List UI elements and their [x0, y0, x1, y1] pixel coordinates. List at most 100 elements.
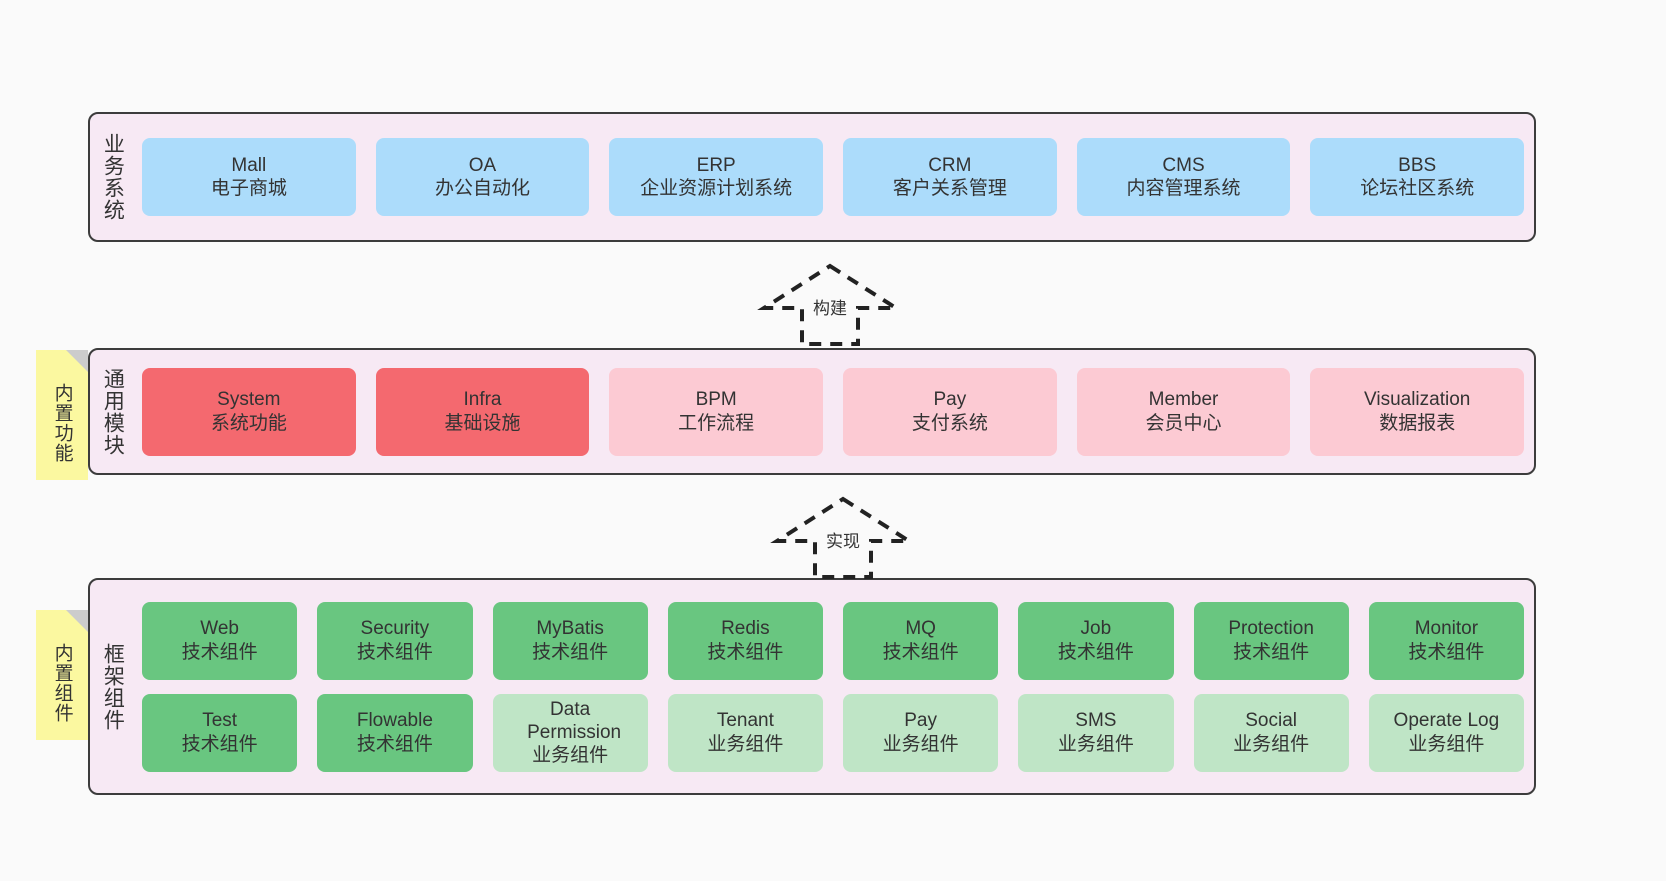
- card-title-en: Tenant: [716, 710, 774, 732]
- card-title-en: CRM: [928, 154, 972, 176]
- card-title-cn: 办公自动化: [435, 178, 531, 199]
- card-title-cn: 基础设施: [444, 412, 521, 434]
- card-title-en: BPM: [695, 389, 737, 411]
- card-title-en: Pay: [904, 710, 937, 732]
- card-oa[interactable]: OA 办公自动化: [375, 138, 590, 216]
- card-security[interactable]: Security 技术组件: [317, 601, 473, 680]
- card-title-en: Security: [360, 618, 430, 640]
- card-job[interactable]: Job 技术组件: [1018, 601, 1174, 680]
- card-sms[interactable]: SMS 业务组件: [1018, 693, 1174, 772]
- card-tenant[interactable]: Tenant 业务组件: [667, 693, 823, 772]
- connector-label-implement: 实现: [826, 532, 860, 551]
- card-title-cn: 内容管理系统: [1126, 178, 1241, 199]
- card-visualization[interactable]: Visualization 数据报表: [1310, 367, 1525, 456]
- card-pay-component[interactable]: Pay 业务组件: [843, 693, 999, 772]
- card-title-en: Test: [202, 710, 238, 732]
- card-title-cn: 系统功能: [210, 412, 287, 434]
- card-redis[interactable]: Redis 技术组件: [667, 601, 823, 680]
- card-title-en: Visualization: [1364, 389, 1471, 411]
- framework-components-row-technical: Web 技术组件 Security 技术组件 MyBatis 技术组件 Redi…: [142, 601, 1524, 680]
- layer-body-business-systems: Mall 电子商城 OA 办公自动化 ERP 企业资源计划系统 CRM 客户关系…: [134, 114, 1534, 240]
- card-pay[interactable]: Pay 支付系统: [843, 367, 1057, 456]
- card-title-en: Data Permission: [527, 698, 622, 743]
- card-title-cn: 技术组件: [1057, 641, 1134, 663]
- card-title-en: Protection: [1228, 618, 1314, 640]
- card-title-cn: 技术组件: [356, 641, 433, 663]
- folded-corner-icon: [66, 610, 88, 632]
- card-title-cn: 会员中心: [1145, 412, 1222, 434]
- card-data-permission[interactable]: Data Permission 业务组件: [492, 693, 648, 772]
- card-title-cn: 技术组件: [181, 733, 258, 755]
- business-systems-row: Mall 电子商城 OA 办公自动化 ERP 企业资源计划系统 CRM 客户关系…: [142, 138, 1525, 216]
- connector-label-build: 构建: [813, 299, 847, 318]
- card-mq[interactable]: MQ 技术组件: [843, 601, 999, 680]
- card-title-en: Member: [1148, 389, 1219, 411]
- card-title-cn: 技术组件: [707, 641, 784, 663]
- card-monitor[interactable]: Monitor 技术组件: [1368, 601, 1524, 680]
- card-title-cn: 数据报表: [1379, 412, 1456, 434]
- card-title-cn: 电子商城: [210, 178, 287, 199]
- card-title-cn: 业务组件: [1233, 733, 1310, 755]
- sticky-note-label: 内置功能: [51, 383, 73, 463]
- card-title-cn: 技术组件: [356, 733, 433, 755]
- layer-title-common-modules: 通用模块: [101, 367, 125, 456]
- connector-build: 构建: [757, 262, 903, 347]
- card-crm[interactable]: CRM 客户关系管理: [843, 138, 1057, 216]
- card-erp[interactable]: ERP 企业资源计划系统: [609, 138, 824, 216]
- card-title-en: Web: [200, 618, 239, 640]
- card-title-en: Flowable: [356, 710, 433, 732]
- card-title-cn: 技术组件: [1408, 641, 1485, 663]
- card-title-en: MQ: [905, 618, 936, 640]
- card-title-en: CMS: [1162, 154, 1205, 176]
- layer-business-systems: 业务系统 Mall 电子商城 OA 办公自动化 ERP 企业资源计划系统 CRM…: [88, 112, 1536, 242]
- card-operate-log[interactable]: Operate Log 业务组件: [1368, 693, 1524, 772]
- card-title-en: Mall: [231, 154, 267, 176]
- card-social[interactable]: Social 业务组件: [1193, 693, 1349, 772]
- card-title-cn: 技术组件: [532, 641, 609, 663]
- layer-framework-components: 框架组件 Web 技术组件 Security 技术组件 MyBatis 技术组件…: [88, 578, 1536, 795]
- card-web[interactable]: Web 技术组件: [142, 601, 298, 680]
- card-title-en: System: [217, 389, 281, 411]
- card-flowable[interactable]: Flowable 技术组件: [317, 693, 473, 772]
- card-title-en: BBS: [1398, 154, 1437, 176]
- card-system[interactable]: System 系统功能: [142, 367, 356, 456]
- card-title-cn: 客户关系管理: [892, 178, 1007, 199]
- card-bbs[interactable]: BBS 论坛社区系统: [1310, 138, 1525, 216]
- card-title-cn: 业务组件: [707, 733, 784, 755]
- card-title-cn: 技术组件: [1233, 641, 1310, 663]
- card-mall[interactable]: Mall 电子商城: [142, 138, 356, 216]
- card-title-cn: 业务组件: [532, 745, 609, 767]
- sticky-note-builtin-features: 内置功能: [36, 350, 88, 480]
- card-mybatis[interactable]: MyBatis 技术组件: [492, 601, 648, 680]
- hollow-arrow-shape: [757, 263, 903, 346]
- layer-title-business-systems: 业务系统: [101, 133, 125, 221]
- card-title-en: Operate Log: [1393, 710, 1500, 732]
- card-title-cn: 工作流程: [678, 412, 755, 434]
- card-title-en: Monitor: [1414, 618, 1479, 640]
- common-modules-row: System 系统功能 Infra 基础设施 BPM 工作流程 Pay 支付系统…: [142, 367, 1525, 456]
- card-title-en: Social: [1245, 710, 1297, 732]
- layer-body-common-modules: System 系统功能 Infra 基础设施 BPM 工作流程 Pay 支付系统…: [134, 350, 1534, 473]
- hollow-arrow-shape: [770, 496, 916, 579]
- card-title-en: Pay: [933, 389, 967, 411]
- card-title-cn: 企业资源计划系统: [640, 178, 793, 199]
- card-title-en: Infra: [463, 389, 502, 411]
- card-member[interactable]: Member 会员中心: [1076, 367, 1291, 456]
- card-title-cn: 业务组件: [1057, 733, 1134, 755]
- connector-implement: 实现: [770, 495, 916, 580]
- layer-common-modules: 通用模块 System 系统功能 Infra 基础设施 BPM 工作流程 Pay…: [88, 348, 1536, 475]
- card-bpm[interactable]: BPM 工作流程: [609, 367, 824, 456]
- card-infra[interactable]: Infra 基础设施: [375, 367, 590, 456]
- layer-body-framework-components: Web 技术组件 Security 技术组件 MyBatis 技术组件 Redi…: [134, 580, 1534, 793]
- card-title-cn: 业务组件: [882, 733, 959, 755]
- card-cms[interactable]: CMS 内容管理系统: [1076, 138, 1291, 216]
- card-title-en: Redis: [721, 618, 770, 640]
- card-protection[interactable]: Protection 技术组件: [1193, 601, 1349, 680]
- framework-components-row-business: Test 技术组件 Flowable 技术组件 Data Permission …: [142, 693, 1524, 772]
- card-title-en: SMS: [1075, 710, 1117, 732]
- card-title-cn: 论坛社区系统: [1360, 178, 1475, 199]
- card-title-cn: 支付系统: [911, 412, 988, 434]
- card-test[interactable]: Test 技术组件: [142, 693, 298, 772]
- card-title-cn: 技术组件: [181, 641, 258, 663]
